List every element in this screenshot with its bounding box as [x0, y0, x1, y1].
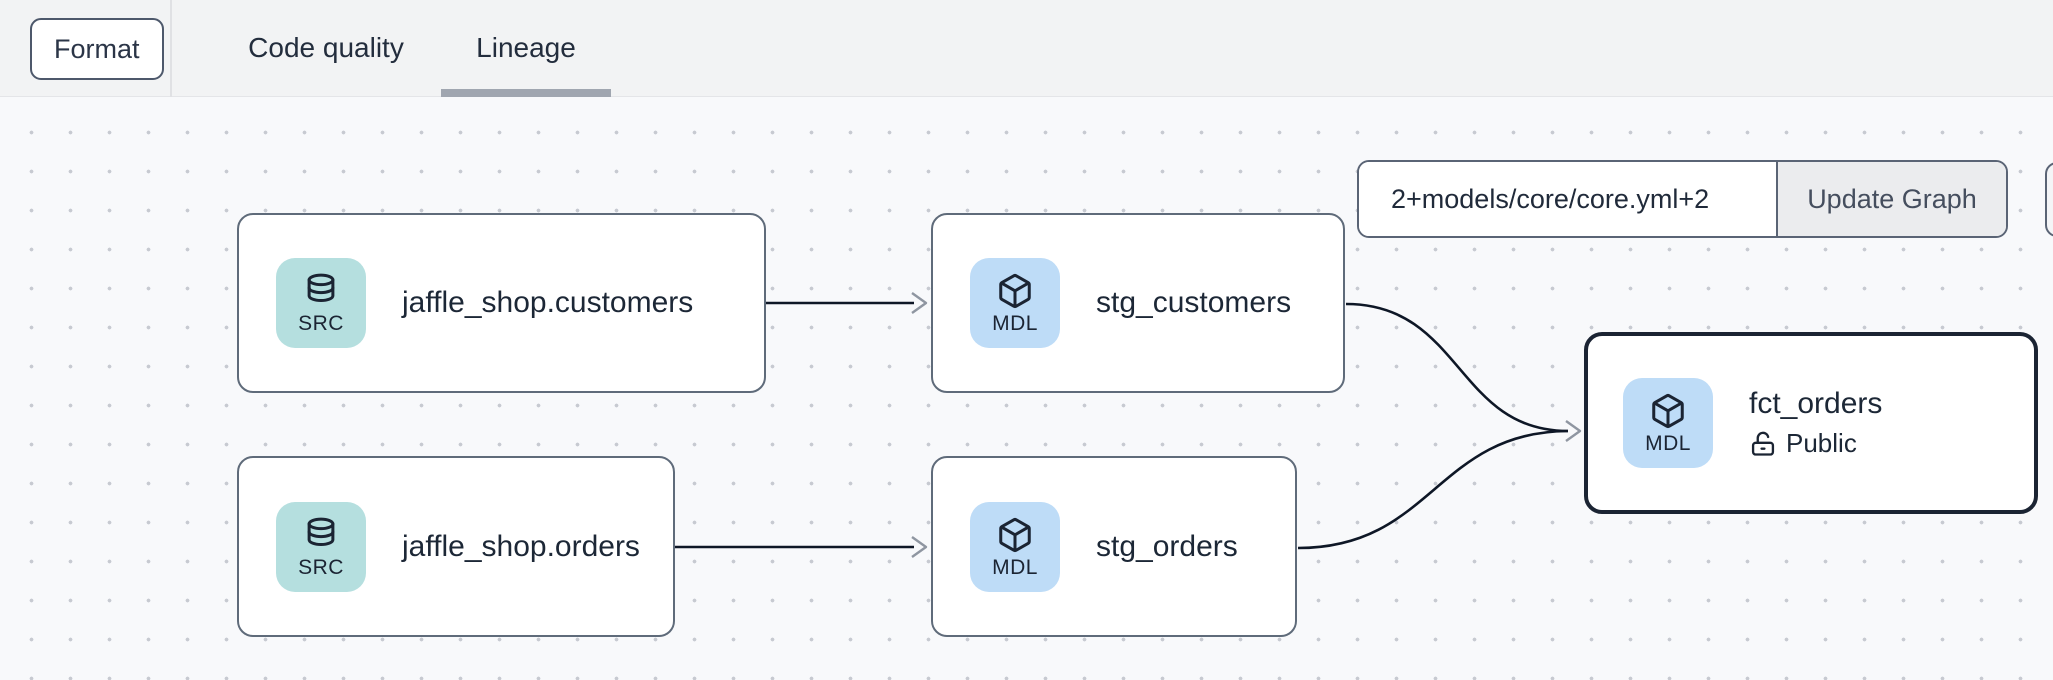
database-icon — [307, 273, 335, 303]
access-label: Public — [1786, 428, 1857, 458]
node-label: stg_orders — [1096, 529, 1238, 563]
edge-stg-orders-fct — [1297, 429, 1569, 550]
cube-icon — [1652, 393, 1684, 429]
editor-toolbar: Format Code quality Lineage — [0, 0, 2053, 97]
active-tab-underline — [441, 89, 611, 97]
node-label: jaffle_shop.customers — [402, 286, 694, 319]
edge-arrowhead — [1565, 420, 1582, 442]
node-stg-customers[interactable]: MDL stg_customers — [931, 213, 1345, 393]
edge-stg-customers-fct — [1345, 302, 1569, 433]
node-stg-orders[interactable]: MDL stg_orders — [931, 456, 1297, 637]
toolbar-divider — [170, 0, 172, 97]
badge-type-label: MDL — [992, 312, 1038, 335]
database-icon — [307, 517, 335, 546]
model-badge: MDL — [970, 501, 1060, 592]
badge-type-label: MDL — [992, 555, 1038, 579]
node-jaffle-shop-customers[interactable]: SRC jaffle_shop.customers — [237, 213, 766, 393]
cube-icon — [999, 273, 1031, 309]
clipped-right-button[interactable] — [2045, 162, 2053, 237]
model-badge: MDL — [1623, 378, 1713, 468]
update-graph-button[interactable]: Update Graph — [1776, 162, 2006, 236]
edge-layer — [675, 292, 1582, 558]
graph-selector-group: Update Graph — [1357, 160, 2008, 238]
access-row: Public — [1749, 428, 1882, 459]
badge-type-label: MDL — [1645, 432, 1691, 455]
tab-lineage[interactable]: Lineage — [476, 32, 576, 63]
tab-code-quality[interactable]: Code quality — [248, 32, 404, 63]
node-label: stg_customers — [1096, 286, 1292, 319]
node-label: jaffle_shop.orders — [402, 529, 640, 563]
format-button[interactable]: Format — [30, 18, 164, 80]
node-label: fct_orders — [1749, 387, 1883, 420]
source-badge: SRC — [276, 258, 366, 348]
model-badge: MDL — [970, 258, 1060, 348]
node-fct-orders[interactable]: MDL fct_orders Public — [1584, 332, 2038, 514]
edge-arrowhead — [911, 536, 928, 558]
badge-type-label: SRC — [298, 312, 344, 335]
selector-input[interactable] — [1359, 162, 1776, 236]
cube-icon — [999, 517, 1031, 552]
source-badge: SRC — [276, 501, 366, 592]
node-jaffle-shop-orders[interactable]: SRC jaffle_shop.orders — [237, 456, 675, 637]
unlock-icon — [1751, 431, 1775, 456]
edge-arrowhead — [911, 292, 928, 314]
lineage-canvas[interactable]: SRC jaffle_shop.customers MDL stg_custom… — [0, 97, 2053, 680]
badge-type-label: SRC — [298, 555, 344, 579]
